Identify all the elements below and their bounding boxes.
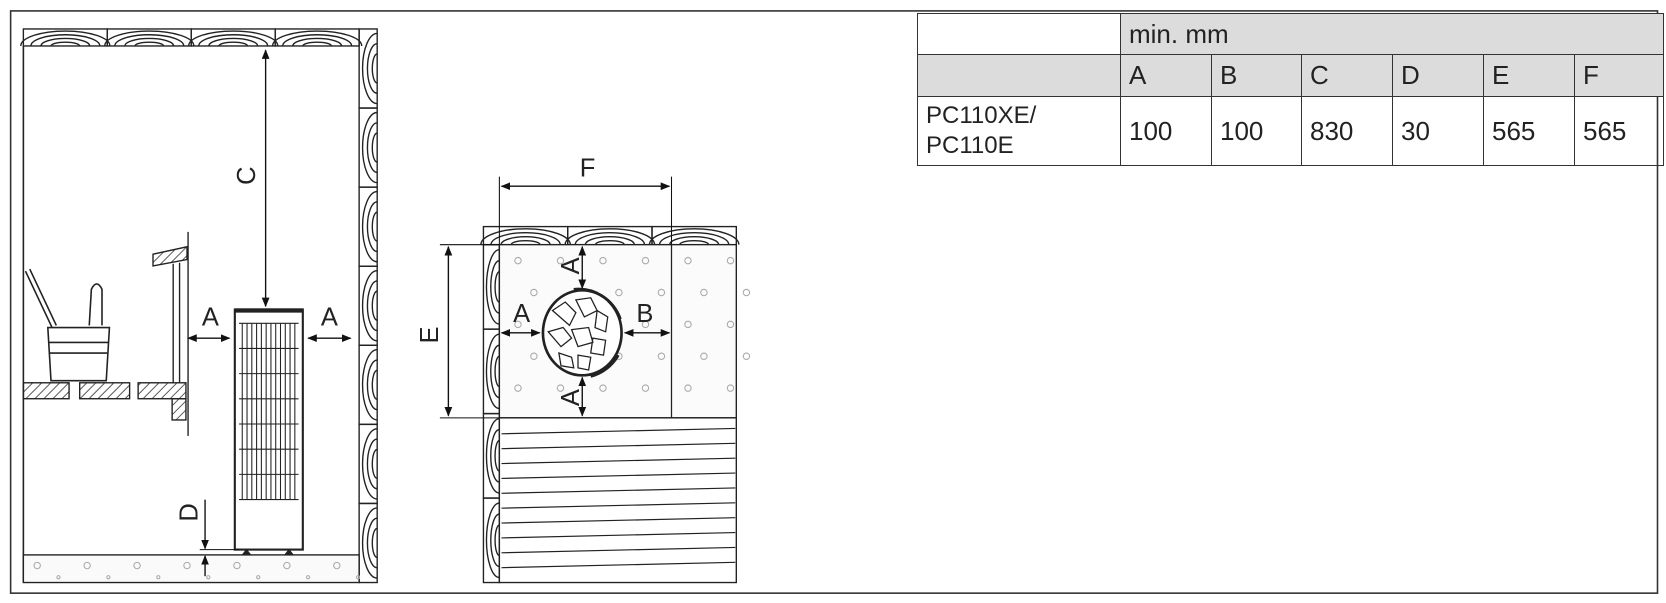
table-row: PC110XE/PC110E 100 100 830 30 565 565 <box>917 96 1664 166</box>
label-a-bottom: A <box>557 389 585 406</box>
heater-top-icon <box>541 287 623 378</box>
unit-header: min. mm <box>1120 13 1664 55</box>
label-d: D <box>176 503 204 521</box>
value-c: 830 <box>1301 96 1393 166</box>
model-cell: PC110XE/PC110E <box>917 96 1121 166</box>
column-header-a: A <box>1120 54 1212 97</box>
heater-side <box>233 308 304 556</box>
label-a-right: A <box>321 303 338 331</box>
column-header-c: C <box>1301 54 1393 97</box>
value-b: 100 <box>1211 96 1302 166</box>
model-name-line1: PC110XE/ <box>926 102 1037 129</box>
column-header-b: B <box>1211 54 1302 97</box>
label-c: C <box>233 166 261 184</box>
side-view: C A A D <box>20 28 378 584</box>
label-b: B <box>636 300 653 328</box>
top-wall-boards <box>480 225 740 246</box>
column-header-d: D <box>1392 54 1484 97</box>
ceiling-boards <box>20 28 363 47</box>
label-a-side: A <box>513 300 530 328</box>
model-name-line2: PC110E <box>926 132 1014 159</box>
sauna-bench <box>22 231 189 436</box>
top-view: F E A A A B <box>416 155 751 584</box>
label-e: E <box>416 326 444 343</box>
label-a-top: A <box>557 257 585 274</box>
empty-header-cell <box>917 13 1121 55</box>
value-f: 565 <box>1574 96 1664 166</box>
clearance-table: min. mm A B C D E F PC110XE/PC110E 100 1… <box>917 13 1664 166</box>
label-f: F <box>580 155 596 183</box>
label-a-left: A <box>202 303 219 331</box>
left-wall-boards <box>482 243 501 584</box>
sauna-bucket-icon <box>24 268 111 382</box>
floor-aggregate <box>33 561 361 580</box>
outer-frame <box>9 10 1659 594</box>
empty-header-cell <box>917 54 1121 97</box>
column-header-e: E <box>1483 54 1575 97</box>
value-e: 565 <box>1483 96 1575 166</box>
value-d: 30 <box>1392 96 1484 166</box>
column-header-f: F <box>1574 54 1664 97</box>
value-a: 100 <box>1120 96 1212 166</box>
concrete-floor <box>22 554 360 584</box>
bench-boards <box>498 417 738 584</box>
right-wall-boards <box>358 28 378 584</box>
